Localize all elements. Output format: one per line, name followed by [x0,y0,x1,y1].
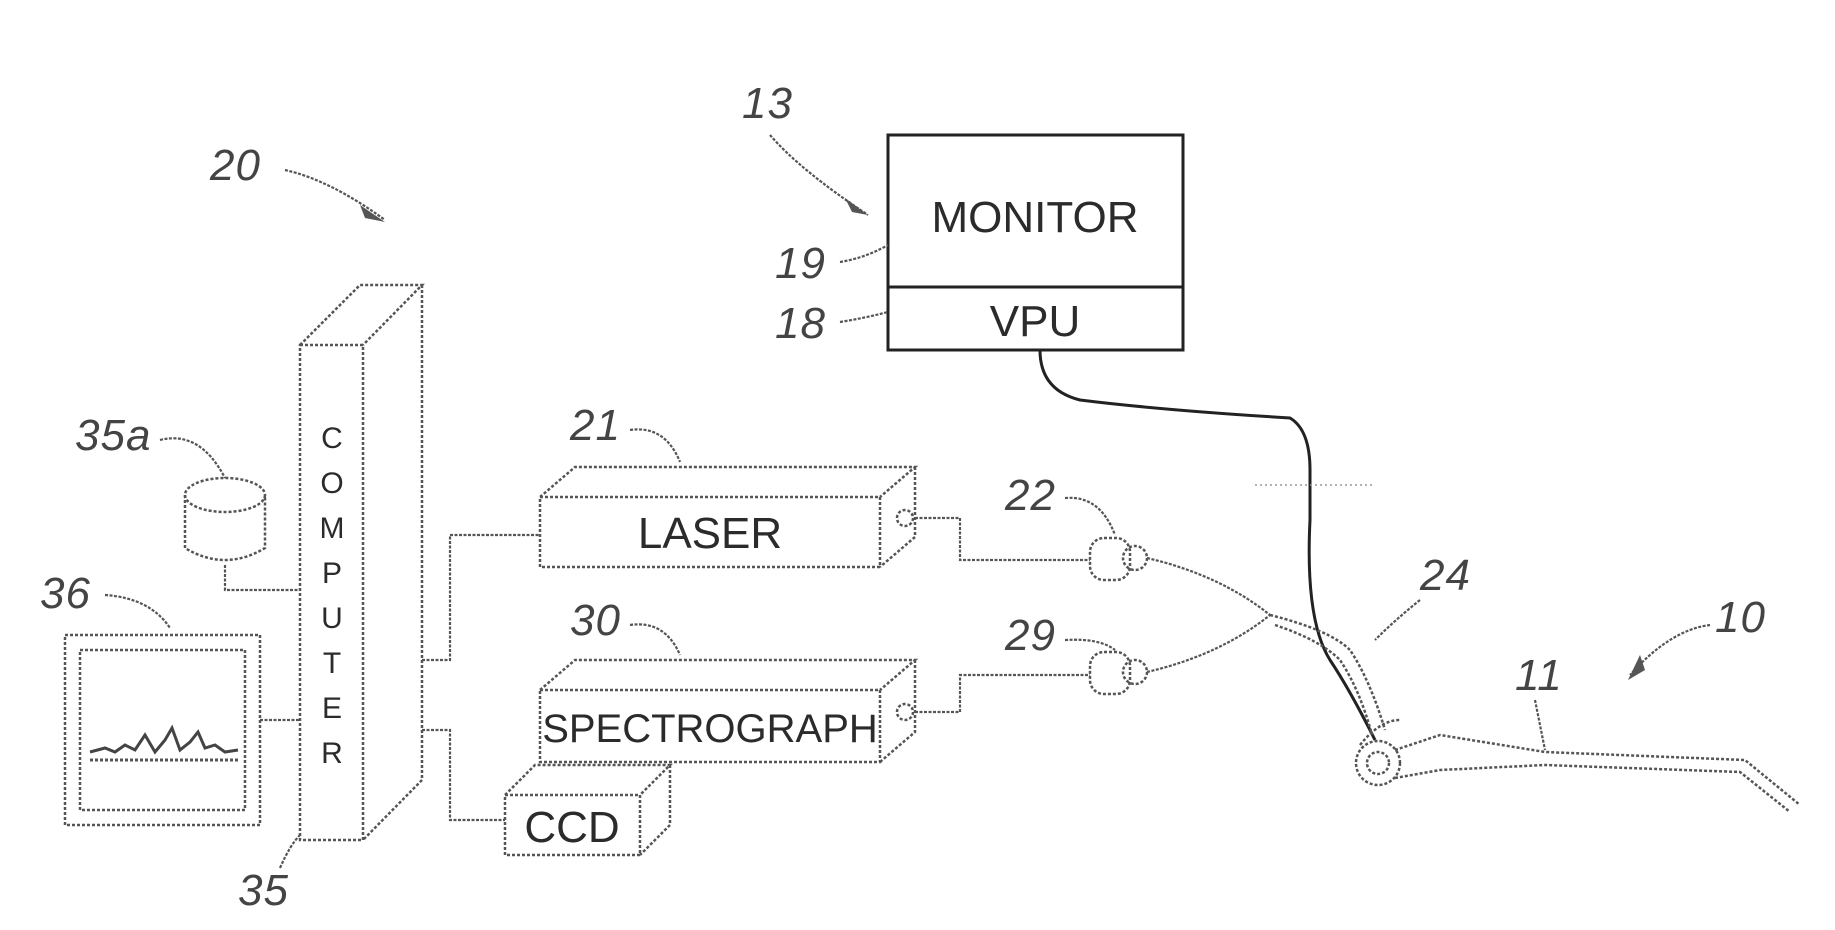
computer-letter-3: M [320,512,345,545]
storage-drum [185,478,265,560]
arrow-13-head [845,198,868,215]
ref-19: 19 [775,239,826,288]
wire-storage-computer [225,565,300,590]
computer-letter-2: O [320,467,343,500]
ref-18: 18 [775,299,826,348]
ref-20: 20 [209,141,261,190]
ref-13: 13 [742,79,793,128]
leader-36 [105,595,170,628]
fiber-laser-out [915,518,1090,560]
fiber-22-bundle [1147,558,1270,615]
ref-11: 11 [1515,651,1563,700]
leader-35 [280,835,300,868]
wire-computer-laser [422,535,540,660]
leader-30 [630,624,680,655]
computer-letter-7: E [322,692,342,725]
connector-29 [1090,652,1147,694]
ref-35a: 35a [75,411,151,460]
leader-24 [1375,600,1420,640]
arrow-20-head [360,205,385,222]
leader-21 [630,429,680,462]
arrow-13 [770,135,868,215]
vpu-label: VPU [990,297,1080,346]
leader-18 [840,312,888,322]
wire-computer-ccd [422,730,505,820]
display-screen [65,635,260,825]
ref-36: 36 [40,569,91,618]
computer-letter-4: P [322,557,342,590]
ref-29: 29 [1004,611,1056,660]
ref-30: 30 [570,596,621,645]
fiber-bundle-24 [1270,615,1385,735]
leader-22 [1065,498,1115,535]
connector-22 [1090,538,1147,580]
spectrograph-box: SPECTROGRAPH [540,660,915,762]
ref-35: 35 [238,866,289,915]
leader-35a [160,438,225,478]
arrow-10-head [1628,655,1645,680]
computer-letter-8: R [321,737,343,770]
monitor-label: MONITOR [932,193,1139,242]
ref-21: 21 [569,401,621,450]
leader-29 [1065,640,1115,650]
monitor-unit: MONITOR VPU [888,135,1183,350]
fiber-spectro-out [915,675,1090,712]
ccd-label: CCD [524,803,619,852]
leader-19 [840,245,888,262]
ref-22: 22 [1004,471,1056,520]
ref-24: 24 [1419,551,1471,600]
computer-letter-6: T [323,647,341,680]
computer-tower: C O M P U T E R [300,285,422,840]
leader-11 [1535,700,1545,750]
endoscope [1356,720,1800,812]
laser-label: LASER [638,509,782,558]
fiber-29-bundle [1147,615,1270,672]
laser-box: LASER [540,467,915,567]
ccd-box: CCD [505,765,670,855]
spectrum-trace [90,728,238,752]
spectrograph-label: SPECTROGRAPH [542,707,878,751]
computer-letter-5: U [321,602,343,635]
ref-10: 10 [1715,593,1766,642]
computer-letter-1: C [321,422,343,455]
